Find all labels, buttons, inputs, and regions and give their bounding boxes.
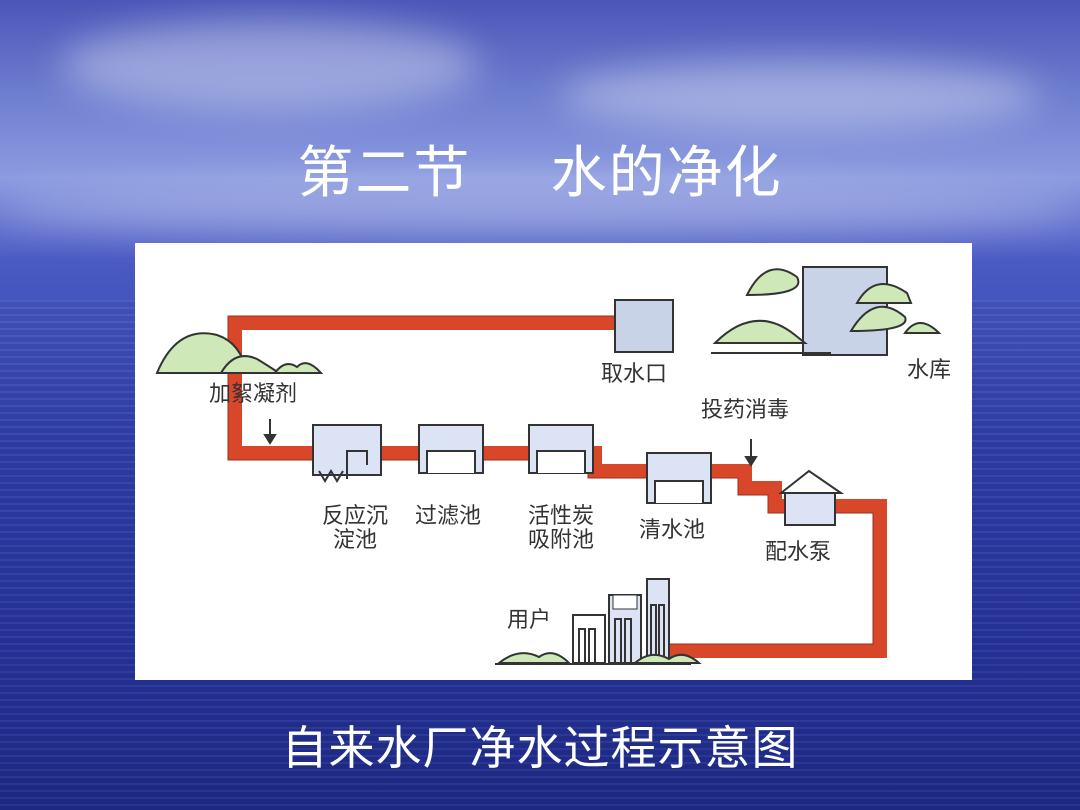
slide-title: 第二节 水的净化 (0, 128, 1080, 209)
title-part-2: 水的净化 (550, 141, 783, 206)
left-hills (155, 332, 324, 374)
users-label: 用户 (507, 608, 552, 633)
sedimentation-label-line2: 淀池 (332, 528, 377, 553)
diagram-graphics (155, 266, 942, 665)
intake-tank (614, 299, 674, 353)
pump-label: 配水泵 (765, 540, 832, 565)
carbon-label-line1: 活性炭 (527, 504, 594, 529)
user-buildings (495, 578, 702, 665)
reservoir (711, 266, 942, 356)
filter-label: 过滤池 (415, 504, 482, 529)
intake-label: 取水口 (601, 362, 668, 387)
carbon-label-line2: 吸附池 (527, 528, 594, 553)
cloud (560, 60, 1040, 130)
water-pipe (228, 316, 887, 658)
diagram-caption: 自来水厂净水过程示意图 (281, 721, 799, 775)
water-pipe-outline (227, 315, 874, 645)
cloud (60, 20, 480, 110)
disinfect-label: 投药消毒 (701, 398, 790, 423)
filter-tank (418, 424, 484, 474)
sedimentation-tank (312, 424, 382, 483)
coagulant-label: 加絮凝剂 (209, 382, 298, 407)
dose-arrows (263, 419, 758, 467)
pump-house (778, 469, 845, 526)
clear-water-tank (646, 452, 712, 504)
cloud (0, 180, 1080, 240)
sedimentation-label-line1: 反应沉 (321, 504, 388, 529)
sedimentation-label: 反应沉 淀池 (313, 505, 397, 553)
title-part-1: 第二节 (297, 141, 472, 206)
reservoir-label: 水库 (907, 358, 952, 383)
clear-water-label: 清水池 (639, 518, 706, 543)
water-treatment-diagram: 水库 取水口 加絮凝剂 投药消毒 反应沉 淀池 过滤池 活性炭 吸附池 清水池 … (135, 243, 972, 680)
carbon-label: 活性炭 吸附池 (519, 505, 603, 553)
carbon-tank (528, 424, 594, 474)
